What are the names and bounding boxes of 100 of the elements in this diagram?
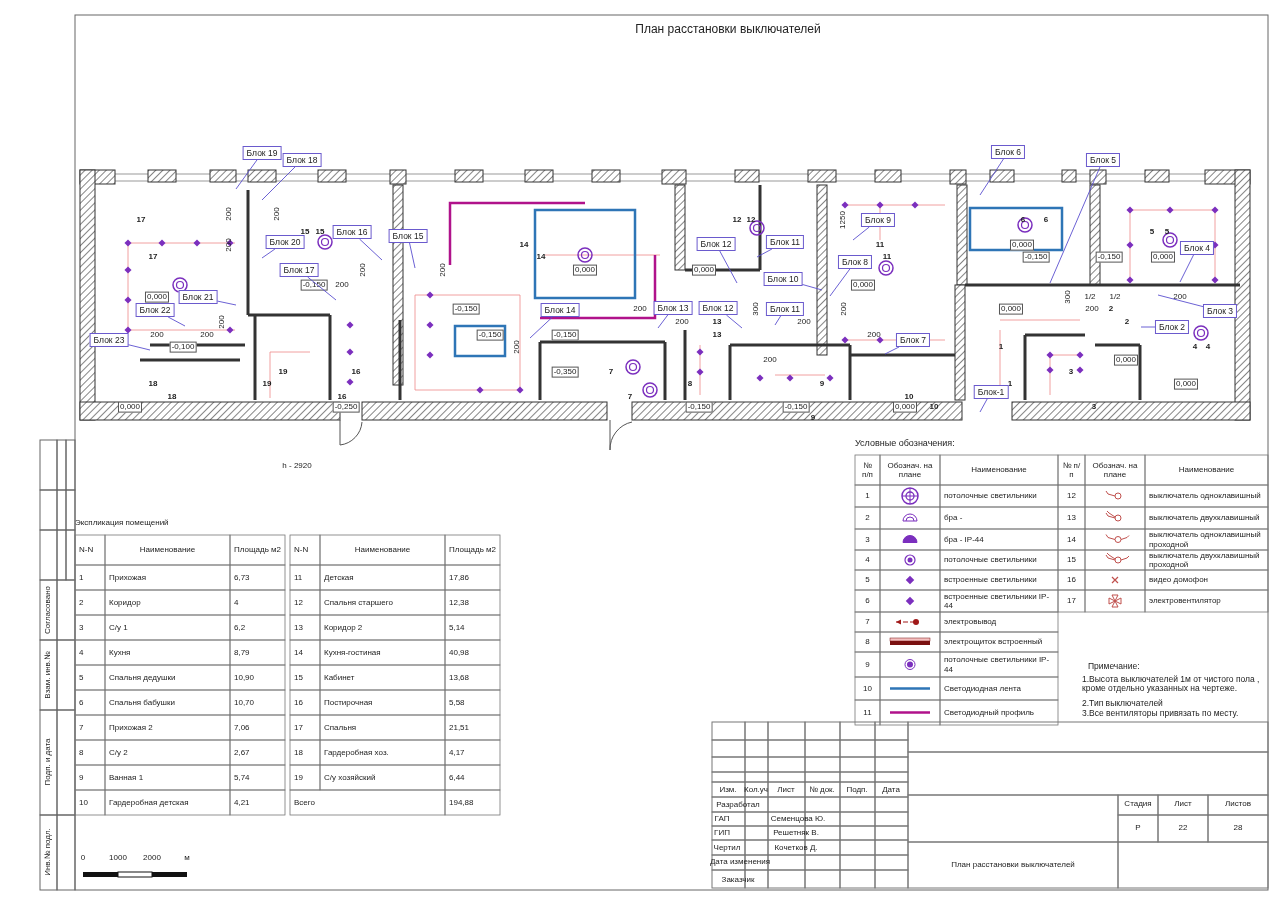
note-text: 2.Тип выключателей bbox=[1082, 699, 1163, 709]
room-number: 7 bbox=[627, 392, 633, 402]
room-number: 9 bbox=[819, 379, 825, 389]
elevation-mark: 0,000 bbox=[1151, 251, 1175, 263]
room-area: 12,38 bbox=[445, 590, 500, 615]
dimension-text: 200 bbox=[358, 263, 368, 277]
row-number: 13 bbox=[1066, 512, 1077, 525]
elevation-mark: 0,000 bbox=[1114, 354, 1138, 366]
room-number: 8 bbox=[687, 379, 693, 389]
leader-line bbox=[359, 238, 383, 261]
row-number: 5 bbox=[864, 574, 871, 587]
callout-box: Блок 12 bbox=[698, 301, 738, 315]
row-number: 1 bbox=[864, 490, 871, 503]
callout-box: Блок 21 bbox=[178, 290, 218, 304]
room-number: 15 bbox=[315, 227, 325, 237]
room-area: 13,68 bbox=[445, 665, 500, 690]
callout-box: Блок 6 bbox=[990, 145, 1026, 159]
column-header: Наименование bbox=[353, 544, 412, 557]
leader-line bbox=[801, 284, 823, 291]
dimension-text: 200 bbox=[512, 340, 522, 354]
total-label: Всего bbox=[293, 796, 316, 809]
column-header: Площадь м2 bbox=[448, 544, 497, 557]
table-title: Экспликация помещений bbox=[75, 519, 169, 528]
leader-line bbox=[774, 315, 782, 326]
room-name: Кухня bbox=[108, 646, 132, 659]
elevation-mark: 0,000 bbox=[1010, 239, 1034, 251]
scale-label: м bbox=[184, 853, 190, 863]
person-name: Кочетков Д. bbox=[774, 843, 818, 853]
row-number: 12 bbox=[293, 596, 304, 609]
row-number: 4 bbox=[864, 554, 871, 567]
leader-line bbox=[725, 314, 743, 329]
room-area: 6,2 bbox=[230, 615, 285, 640]
scale-label: 2000 bbox=[143, 853, 161, 863]
room-name: Спальня bbox=[323, 721, 358, 734]
dimension-text: 200 bbox=[272, 207, 282, 221]
row-number: 5 bbox=[78, 671, 85, 684]
leader-line bbox=[307, 276, 337, 301]
room-area: 4 bbox=[230, 590, 285, 615]
sheet-name: План расстановки выключателей bbox=[951, 860, 1075, 870]
legend-text: встроенные светильники bbox=[943, 574, 1038, 587]
dimension-text: 200 bbox=[438, 263, 448, 277]
room-number: 16 bbox=[351, 367, 361, 377]
room-number: 19 bbox=[262, 379, 272, 389]
stamp-field-label: Подп. bbox=[846, 785, 868, 795]
room-area: 5,74 bbox=[230, 765, 285, 790]
scale-label: 0 bbox=[80, 853, 86, 863]
callout-box: Блок 3 bbox=[1202, 304, 1238, 318]
room-number: 17 bbox=[136, 215, 146, 225]
row-number: 14 bbox=[1066, 533, 1077, 546]
row-number: 2 bbox=[864, 512, 871, 525]
legend-text: бра - IP-44 bbox=[943, 533, 985, 546]
leader-line bbox=[216, 300, 237, 306]
row-number: 14 bbox=[293, 646, 304, 659]
sheet-title: План расстановки выключателей bbox=[635, 23, 821, 37]
leader-line bbox=[756, 248, 773, 258]
row-number: 12 bbox=[1066, 490, 1077, 503]
total-area: 194,88 bbox=[445, 790, 500, 815]
column-header: Обознач. на плане bbox=[886, 459, 934, 481]
callout-box: Блок-1 bbox=[973, 385, 1009, 399]
dimension-text: 200 bbox=[1173, 292, 1187, 302]
room-number: 7 bbox=[608, 367, 614, 377]
room-name: Спальня старшего bbox=[323, 596, 394, 609]
callout-box: Блок 10 bbox=[763, 272, 803, 286]
row-number: 9 bbox=[78, 771, 85, 784]
room-number: 18 bbox=[167, 392, 177, 402]
row-number: 13 bbox=[293, 621, 304, 634]
callout-box: Блок 13 bbox=[653, 301, 693, 315]
callout-box: Блок 11 bbox=[765, 235, 805, 249]
room-name: Ванная 1 bbox=[108, 771, 145, 784]
leader-line bbox=[852, 226, 870, 241]
callout-box: Блок 20 bbox=[265, 235, 305, 249]
leader-line bbox=[657, 314, 669, 329]
room-area: 8,79 bbox=[230, 640, 285, 665]
room-number: 5 bbox=[1164, 227, 1170, 237]
room-area: 10,90 bbox=[230, 665, 285, 690]
row-number: 10 bbox=[862, 682, 873, 695]
legend-text: электровентилятор bbox=[1148, 595, 1222, 608]
row-number: 16 bbox=[293, 696, 304, 709]
column-header: № п/п bbox=[1061, 459, 1082, 481]
legend-text: встроенные светильники IP-44 bbox=[943, 590, 1051, 612]
room-number: 16 bbox=[337, 392, 347, 402]
row-number: 4 bbox=[78, 646, 85, 659]
elevation-mark: 0,000 bbox=[893, 401, 917, 413]
elevation-mark: -0,150 bbox=[551, 329, 579, 341]
room-name: Спальня дедушки bbox=[108, 671, 177, 684]
legend-text: бра - bbox=[943, 512, 964, 525]
elevation-mark: -0,350 bbox=[551, 366, 579, 378]
row-number: 11 bbox=[862, 706, 873, 719]
row-number: 17 bbox=[293, 721, 304, 734]
height-note: h - 2920 bbox=[282, 461, 312, 471]
room-number: 12 bbox=[746, 215, 756, 225]
column-header: Наименование bbox=[138, 544, 197, 557]
room-area: 6,73 bbox=[230, 565, 285, 590]
room-name: Детская bbox=[323, 571, 355, 584]
callout-box: Блок 12 bbox=[696, 237, 736, 251]
room-area: 10,70 bbox=[230, 690, 285, 715]
dimension-text: 200 bbox=[867, 330, 881, 340]
leader-line bbox=[167, 316, 186, 327]
callout-box: Блок 5 bbox=[1085, 153, 1121, 167]
stamp-field-label: Дата bbox=[882, 785, 900, 795]
